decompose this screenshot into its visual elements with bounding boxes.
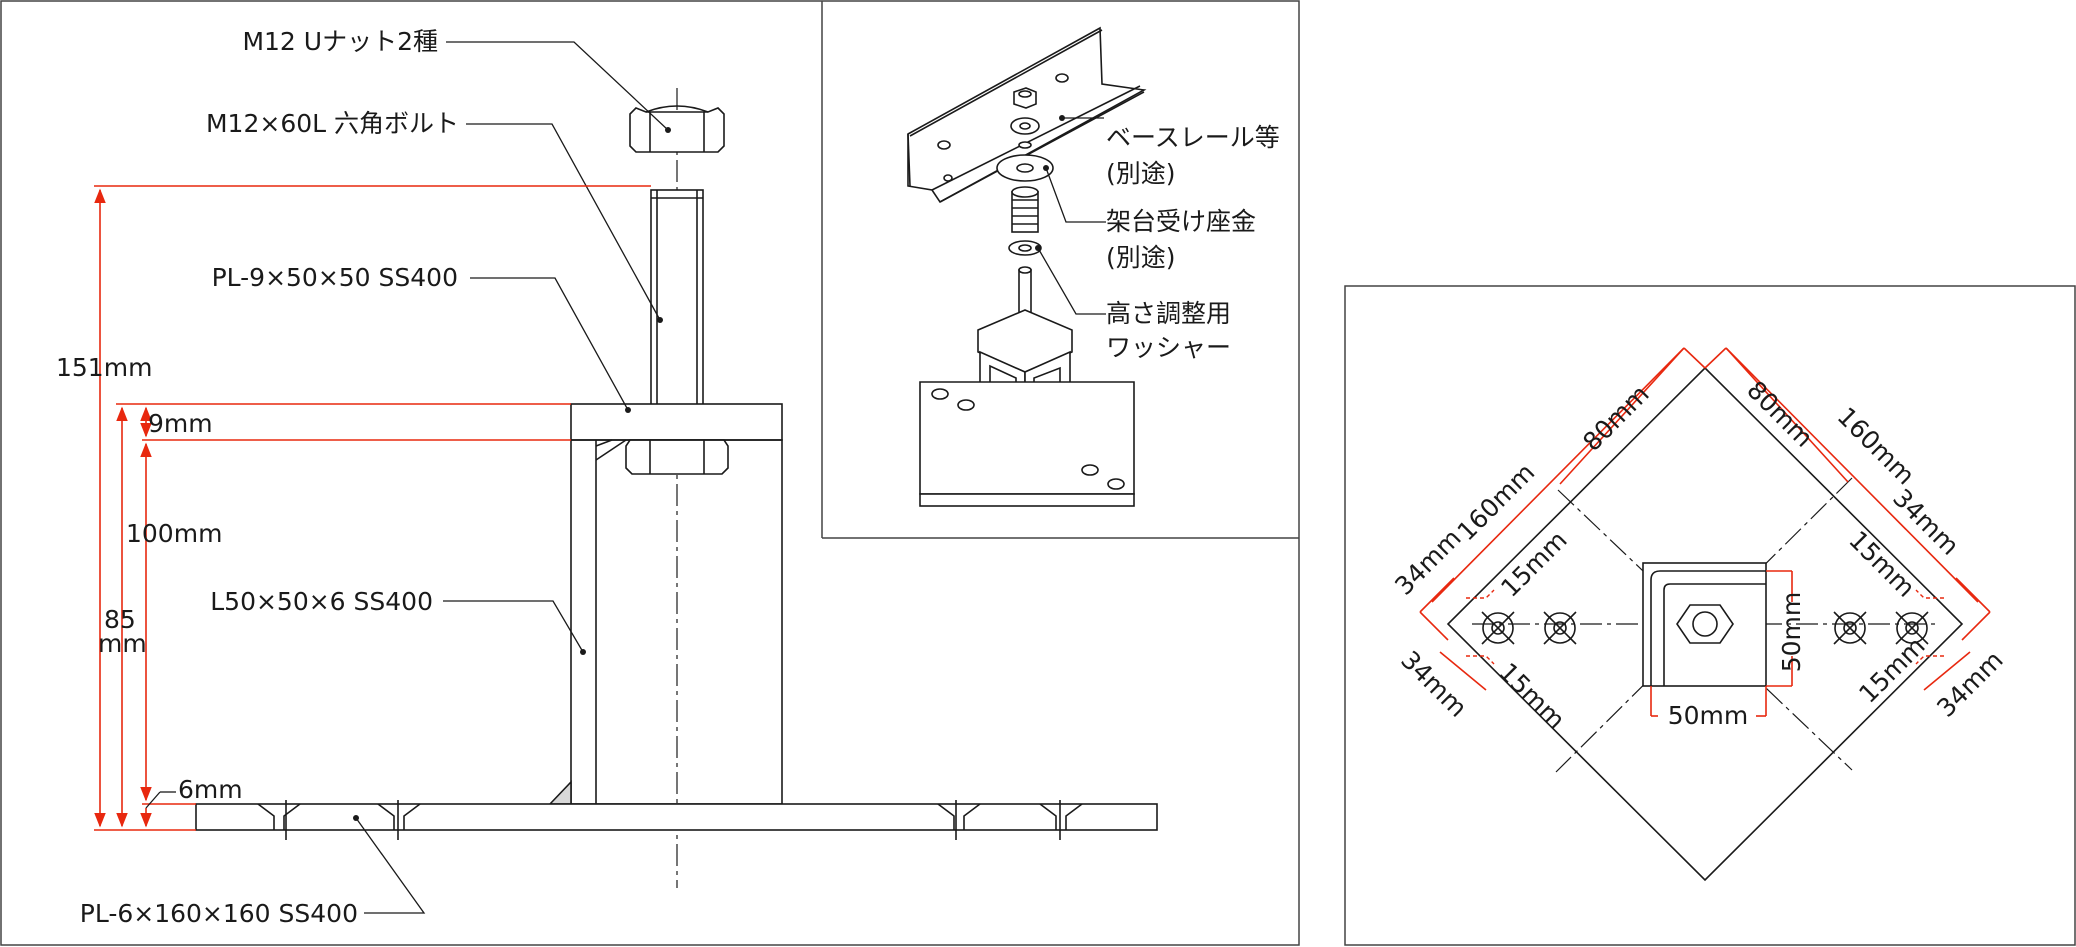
rail-label-b: (別途) xyxy=(1106,159,1176,188)
plan-dim-left-15-bot: 15mm xyxy=(1493,657,1570,734)
washer-label-b: (別途) xyxy=(1106,243,1176,272)
plan-diamond xyxy=(1446,366,1964,882)
top-plate xyxy=(570,403,783,441)
plan-dim-left-160: 160mm xyxy=(1452,458,1541,547)
iso-base-plate xyxy=(919,381,1135,507)
side-view: M12 Uナット2種 M12×60L 六角ボルト PL-9×50×50 SS40… xyxy=(56,27,1158,928)
adjust-label-a: 高さ調整用 xyxy=(1106,299,1231,328)
dim-85-a: 85 xyxy=(104,605,136,634)
dim-151: 151mm xyxy=(56,353,152,382)
plan-dimensions xyxy=(1419,347,1991,717)
base-plate-label: PL-6×160×160 SS400 xyxy=(80,899,358,928)
washer-label-a: 架台受け座金 xyxy=(1106,207,1256,236)
top-plate-label: PL-9×50×50 SS400 xyxy=(212,263,458,292)
bolt-label: M12×60L 六角ボルト xyxy=(206,109,459,138)
iso-view: ベースレール等 (別途) 架台受け座金 (別途) 高さ調整用 ワッシャー xyxy=(907,26,1280,507)
side-dimensions xyxy=(94,185,651,831)
base-plate xyxy=(195,800,1158,840)
plan-dim-right-160: 160mm xyxy=(1832,402,1921,491)
adjust-label-b: ワッシャー xyxy=(1106,333,1231,362)
plan-dim-left-34-top: 34mm xyxy=(1389,523,1466,600)
dim-6: 6mm xyxy=(178,775,243,804)
dim-100: 100mm xyxy=(126,519,222,548)
top-nut xyxy=(629,105,725,153)
plan-bolt-holes xyxy=(1481,611,1929,645)
plan-view: 160mm 80mm 80mm 160mm 34mm 15mm 34mm 15m… xyxy=(1389,347,2009,882)
bolt-shaft xyxy=(650,189,704,441)
angle-post xyxy=(548,439,783,805)
rail-label-a: ベースレール等 xyxy=(1106,123,1280,152)
iso-rail-nut xyxy=(1013,87,1037,109)
angle-label: L50×50×6 SS400 xyxy=(210,587,433,616)
lower-nut xyxy=(625,439,729,475)
iso-base-rail xyxy=(907,26,1147,204)
nut-label: M12 Uナット2種 xyxy=(242,27,438,56)
plan-dim-left-15-top: 15mm xyxy=(1495,525,1572,602)
plan-dim-right-34-bot: 34mm xyxy=(1931,645,2008,722)
plan-dim-right-80: 80mm xyxy=(1741,375,1818,452)
iso-leaders xyxy=(1035,115,1106,315)
iso-washers xyxy=(996,117,1054,256)
plan-center-plate xyxy=(1642,562,1767,687)
plan-dim-right-15-top: 15mm xyxy=(1843,525,1920,602)
plan-dim-center-v: 50mm xyxy=(1777,592,1806,673)
dim-85-b: mm xyxy=(98,629,147,658)
plan-dim-left-80: 80mm xyxy=(1577,379,1654,456)
plan-dim-left-34-bot: 34mm xyxy=(1395,645,1472,722)
iso-post xyxy=(977,266,1073,441)
plan-dim-center-h: 50mm xyxy=(1668,701,1749,730)
side-leaders xyxy=(353,41,671,914)
dim-9: 9mm xyxy=(148,409,213,438)
